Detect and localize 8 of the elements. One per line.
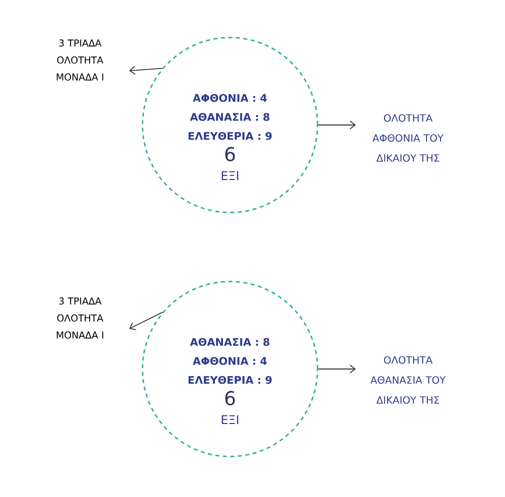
arrow	[318, 120, 356, 130]
arrow	[129, 312, 163, 330]
note-text: 3 ΤΡΙΑΔΑ ΟΛΟΤΗΤΑ ΜΟΝΑΔΑ Ι	[56, 39, 104, 81]
arrow	[318, 364, 356, 374]
note-text: ΟΛΟΤΗΤΑ ΑΘΑΝΑΣΙΑ ΤΟΥ ΔΙΚΑΙΟΥ ΤΗΣ	[370, 356, 446, 404]
arrow	[129, 66, 163, 75]
note-text: 3 ΤΡΙΑΔΑ ΟΛΟΤΗΤΑ ΜΟΝΑΔΑ Ι	[56, 297, 104, 339]
note-text: ΟΛΟΤΗΤΑ ΑΦΘΟΝΙΑ ΤΟΥ ΔΙΚΑΙΟΥ ΤΗΣ	[372, 114, 444, 162]
